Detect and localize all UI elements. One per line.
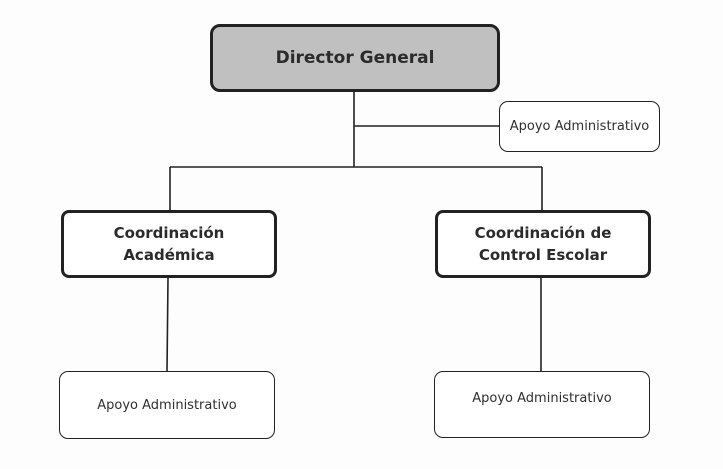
academica-support-label: Apoyo Administrativo <box>97 397 237 413</box>
director-general-box: Director General <box>210 24 500 92</box>
coordinacion-academica-box: Coordinación Académica <box>61 210 277 278</box>
director-general-label: Director General <box>275 48 435 68</box>
coordinacion-control-escolar-label-line2: Control Escolar <box>478 246 608 264</box>
coordinacion-control-escolar-label-line1: Coordinación de <box>474 224 612 242</box>
control-escolar-support-label: Apoyo Administrativo <box>472 391 612 406</box>
director-support-label: Apoyo Administrativo <box>509 119 650 134</box>
academica-support-box: Apoyo Administrativo <box>59 371 275 439</box>
director-support-box: Apoyo Administrativo <box>499 101 660 152</box>
coordinacion-academica-label-line1: Coordinación <box>113 224 225 242</box>
coordinacion-academica-label-line2: Académica <box>123 246 215 264</box>
connector-academica-to-support <box>166 277 169 372</box>
coordinacion-control-escolar-box: Coordinación de Control Escolar <box>435 210 651 278</box>
control-escolar-support-box: Apoyo Administrativo <box>434 371 650 438</box>
